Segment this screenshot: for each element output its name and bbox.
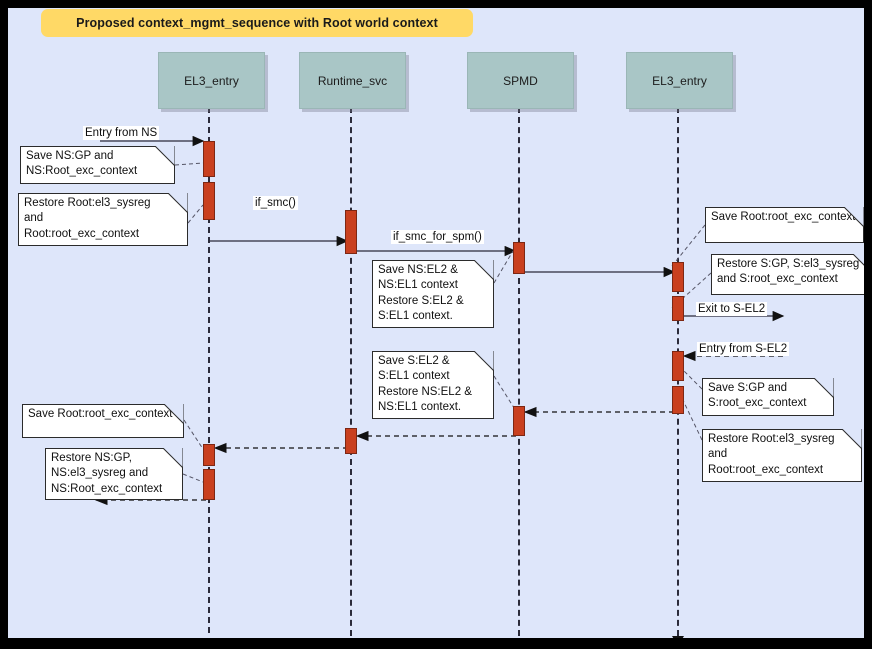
message-label-msg-entry-from-s-el2: Entry from S-EL2	[697, 342, 790, 356]
participant-el3_entry_left[interactable]: EL3_entry	[158, 52, 265, 109]
note-text: Restore S:GP, S:el3_sysreg and S:root_ex…	[717, 258, 860, 286]
participant-label: EL3_entry	[652, 73, 707, 88]
activation-bar-act-11	[203, 444, 215, 466]
note-text: Save Root:root_exc_context	[711, 211, 856, 223]
note-note-restore-s-gp: Restore S:GP, S:el3_sysreg and S:root_ex…	[711, 254, 864, 295]
participant-label: Runtime_svc	[317, 73, 388, 88]
activation-bar-act-6	[672, 296, 684, 321]
note-text: Save S:GP and S:root_exc_context	[708, 382, 807, 410]
note-fold-corner-icon	[155, 146, 175, 166]
participants-layer: EL3_entry Runtime_svc SPMD EL3_entry	[8, 8, 864, 638]
lifeline-runtime_svc	[350, 107, 352, 638]
note-note-save-root-exc-2: Save Root:root_exc_context	[22, 404, 184, 438]
note-fold-corner-icon	[844, 207, 864, 227]
participant-label: EL3_entry	[184, 73, 239, 88]
message-labels-layer: Entry from NS if_smc() if_smc_for_spm() Exi…	[8, 8, 864, 638]
message-label-msg-if-smc: if_smc()	[253, 196, 298, 210]
activation-bar-act-1	[203, 141, 215, 177]
activation-bar-act-8	[672, 386, 684, 414]
note-restore-root-el3-connector	[187, 204, 204, 224]
note-text: Restore NS:GP, NS:el3_sysreg and NS:Root…	[51, 452, 163, 495]
page-title: Proposed context_mgmt_sequence with Root…	[76, 16, 438, 30]
note-save-ns-el2-connector	[493, 250, 514, 284]
note-restore-root-2-connector	[680, 395, 703, 441]
note-save-ns-gp-connector	[174, 162, 204, 166]
activation-bar-act-3	[345, 210, 357, 254]
message-label-msg-exit-to-s-el2: Exit to S-EL2	[696, 302, 768, 316]
note-save-s-gp-connector	[680, 367, 703, 390]
sequence-diagram-canvas: Proposed context_mgmt_sequence with Root…	[8, 8, 864, 638]
note-text: Save Root:root_exc_context	[28, 408, 173, 420]
participant-el3_entry_right[interactable]: EL3_entry	[626, 52, 733, 109]
note-note-restore-root-el3: Restore Root:el3_sysreg and Root:root_ex…	[18, 193, 188, 246]
participant-runtime_svc[interactable]: Runtime_svc	[299, 52, 406, 109]
lifeline-el3_entry_left	[208, 107, 210, 633]
lifeline-spmd	[518, 107, 520, 638]
note-restore-ns-gp-connector	[182, 473, 204, 483]
diagram-title-banner: Proposed context_mgmt_sequence with Root…	[41, 9, 473, 37]
note-text: Restore Root:el3_sysreg and Root:root_ex…	[24, 197, 151, 240]
terminator-el3-entry-right	[672, 636, 684, 638]
note-note-save-root-exc-1: Save Root:root_exc_context	[705, 207, 864, 243]
note-text: Save NS:EL2 & NS:EL1 context Restore S:E…	[378, 264, 464, 323]
activation-bar-act-5	[672, 262, 684, 292]
note-fold-corner-icon	[164, 404, 184, 424]
note-fold-corner-icon	[814, 378, 834, 398]
note-save-root-exc-2-connector	[183, 419, 204, 450]
activation-bar-act-7	[672, 351, 684, 381]
message-label-msg-if-smc-for-spm: if_smc_for_spm()	[391, 230, 484, 244]
note-note-save-s-el2: Save S:EL2 & S:EL1 context Restore NS:EL…	[372, 351, 494, 419]
activation-bar-act-10	[345, 428, 357, 454]
note-text: Save NS:GP and NS:Root_exc_context	[26, 150, 138, 178]
message-label-msg-entry-from-ns: Entry from NS	[83, 126, 160, 140]
note-note-save-ns-gp: Save NS:GP and NS:Root_exc_context	[20, 146, 175, 184]
participant-label: SPMD	[503, 73, 538, 88]
participant-spmd[interactable]: SPMD	[467, 52, 574, 109]
note-fold-corner-icon	[168, 193, 188, 213]
note-note-restore-root-2: Restore Root:el3_sysreg and Root:root_ex…	[702, 429, 862, 482]
activation-bar-act-9	[513, 406, 525, 436]
note-note-save-ns-el2: Save NS:EL2 & NS:EL1 context Restore S:E…	[372, 260, 494, 328]
note-fold-corner-icon	[474, 260, 494, 280]
note-save-root-exc-1-connector	[671, 224, 706, 267]
note-fold-corner-icon	[474, 351, 494, 371]
note-fold-corner-icon	[842, 429, 862, 449]
activation-bar-act-4	[513, 242, 525, 274]
note-fold-corner-icon	[163, 448, 183, 468]
note-text: Save S:EL2 & S:EL1 context Restore NS:EL…	[378, 355, 472, 414]
activation-bar-act-12	[203, 469, 215, 500]
note-note-restore-ns-gp: Restore NS:GP, NS:el3_sysreg and NS:Root…	[45, 448, 183, 501]
note-note-save-s-gp: Save S:GP and S:root_exc_context	[702, 378, 834, 416]
activations-layer	[8, 8, 864, 638]
activation-bar-act-2	[203, 182, 215, 220]
note-text: Restore Root:el3_sysreg and Root:root_ex…	[708, 433, 835, 476]
note-fold-corner-icon	[853, 254, 864, 274]
